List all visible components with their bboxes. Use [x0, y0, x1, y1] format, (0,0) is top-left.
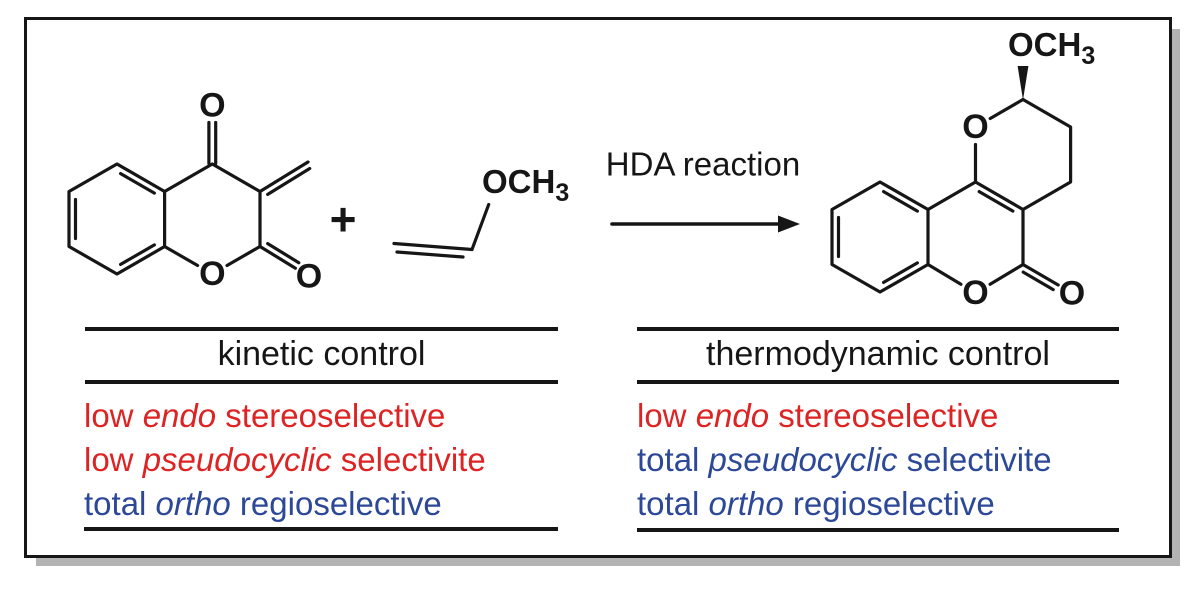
arrow-head-icon: [778, 215, 800, 233]
plus-sign: +: [330, 193, 357, 245]
selectivity-row: low pseudocyclic selectivite: [84, 438, 486, 482]
reactant-chromandione: O O O: [67, 87, 322, 296]
thermo-rows: low endo stereoselective total pseudocyc…: [637, 394, 1052, 526]
methoxy-group-label: OCH3: [482, 163, 569, 207]
row-em: endo: [695, 397, 770, 434]
row-pre: low: [84, 441, 143, 478]
methoxy-group-label: OCH3: [1008, 26, 1095, 70]
row-post: regioselective: [230, 485, 442, 522]
carbonyl-oxygen-label: O: [1059, 275, 1085, 313]
carbonyl-oxygen-label: O: [296, 258, 322, 296]
kinetic-header: kinetic control: [217, 334, 426, 373]
methoxy-subscript: 3: [555, 179, 569, 207]
ring-oxygen-label: O: [199, 255, 225, 293]
thermo-mid-line: [637, 380, 1119, 384]
row-post: selectivite: [897, 441, 1052, 478]
row-pre: total: [84, 485, 156, 522]
pyran-oxygen-label: O: [962, 108, 988, 146]
selectivity-row: total ortho regioselective: [84, 482, 486, 526]
kinetic-mid-line: [85, 380, 558, 384]
pyran-ring: [1021, 97, 1073, 212]
product-pyranochromenone: O O O OCH3: [830, 26, 1095, 313]
frame-border: [24, 17, 1172, 558]
kinetic-bottom-line: [84, 527, 558, 531]
selectivity-row: low endo stereoselective: [637, 394, 1052, 438]
row-pre: low: [637, 397, 696, 434]
selectivity-row: total pseudocyclic selectivite: [637, 438, 1052, 482]
reactant-methyl-vinyl-ether: OCH3: [392, 163, 569, 259]
row-em: pseudocyclic: [708, 441, 898, 478]
benzene-ring: [830, 180, 930, 294]
row-post: regioselective: [783, 485, 995, 522]
row-post: stereoselective: [216, 397, 446, 434]
wedge-bond: [1017, 66, 1029, 100]
selectivity-row: total ortho regioselective: [637, 482, 1052, 526]
row-pre: total: [637, 485, 709, 522]
row-em: pseudocyclic: [142, 441, 332, 478]
row-post: selectivite: [331, 441, 486, 478]
row-em: ortho: [708, 485, 784, 522]
row-em: endo: [142, 397, 217, 434]
thermo-top-line: [637, 327, 1119, 331]
row-pre: total: [637, 441, 709, 478]
arrow-label: HDA reaction: [606, 146, 800, 183]
thermo-bottom-line: [637, 528, 1119, 532]
thermo-header: thermodynamic control: [706, 334, 1050, 373]
reaction-arrow: [610, 215, 800, 233]
ring-oxygen-label: O: [962, 274, 988, 312]
methoxy-subscript: 3: [1081, 42, 1095, 70]
ketone-oxygen-label: O: [199, 87, 225, 125]
kinetic-rows: low endo stereoselective low pseudocycli…: [84, 394, 486, 526]
pyranone-ring: [163, 162, 262, 249]
row-post: stereoselective: [769, 397, 999, 434]
kinetic-top-line: [85, 327, 558, 331]
row-em: ortho: [155, 485, 231, 522]
row-pre: low: [84, 397, 143, 434]
selectivity-row: low endo stereoselective: [84, 394, 486, 438]
methoxy-text: OCH: [1008, 26, 1081, 63]
methoxy-text: OCH: [482, 163, 555, 200]
lactone-ring: [926, 180, 1025, 267]
benzene-ring: [67, 162, 167, 276]
